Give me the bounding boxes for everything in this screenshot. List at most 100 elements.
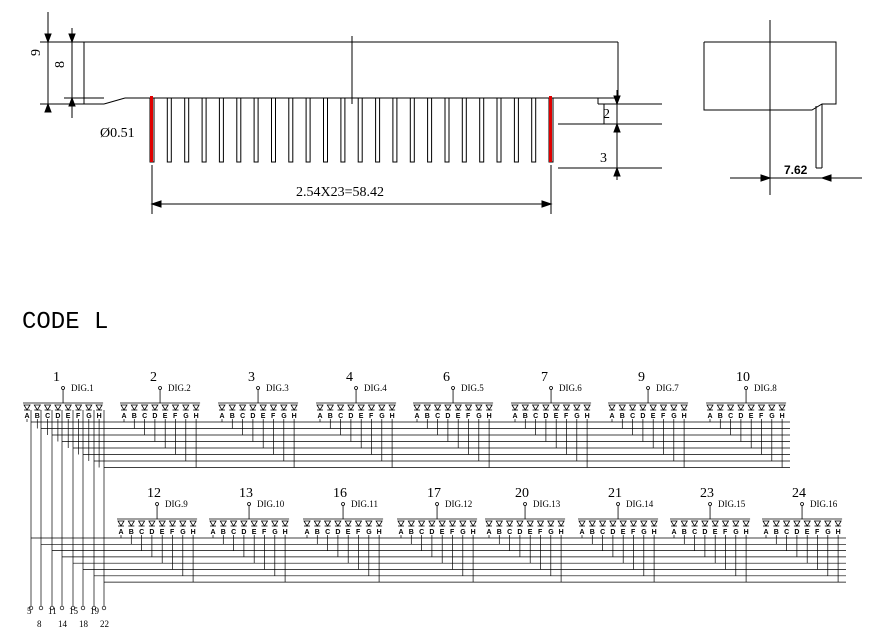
led-symbol (706, 404, 714, 411)
led-symbol (182, 404, 190, 411)
segment-label: B (682, 529, 687, 536)
led-symbol (716, 404, 725, 411)
segment-label: H (283, 529, 288, 536)
led-symbol (782, 520, 791, 527)
led-symbol (378, 404, 386, 411)
led-symbol (189, 520, 197, 527)
segment-label: F (631, 529, 636, 536)
digit-label: DIG.10 (257, 499, 285, 509)
digit-label: DIG.15 (718, 499, 746, 509)
digit-pin-number: 4 (346, 370, 353, 385)
digit-label: DIG.13 (533, 499, 561, 509)
led-symbol (485, 520, 493, 527)
segment-label: D (543, 413, 548, 420)
led-symbol (562, 404, 571, 411)
digit-label: DIG.3 (266, 383, 289, 393)
segment-label: A (610, 413, 615, 420)
digit-pin-number: 21 (608, 486, 622, 501)
segment-label: F (76, 413, 81, 420)
segment-label: A (672, 529, 677, 536)
led-symbol (290, 404, 298, 411)
segment-label: H (585, 413, 590, 420)
segment-label: F (450, 529, 455, 536)
led-symbol (757, 404, 766, 411)
pin (357, 97, 363, 163)
pin-row (149, 97, 554, 163)
digit-label: DIG.8 (754, 383, 777, 393)
segment-label: E (713, 529, 718, 536)
pin (444, 97, 450, 163)
led-symbol (365, 520, 373, 527)
segment-label: C (784, 529, 789, 536)
segment-label: D (348, 413, 353, 420)
led-symbol (813, 520, 822, 527)
pin (218, 97, 224, 163)
digit-label: DIG.4 (364, 383, 387, 393)
digit-pin-number: 9 (638, 370, 645, 385)
pin (201, 97, 207, 163)
led-symbol (117, 520, 125, 527)
led-symbol (516, 520, 524, 527)
pin (409, 97, 415, 163)
segment-label: C (325, 529, 330, 536)
led-symbol (168, 520, 177, 527)
segment-label: E (359, 413, 364, 420)
segment-label: G (366, 529, 372, 536)
segment-label: E (66, 413, 71, 420)
led-symbol (161, 404, 169, 411)
digit-label: DIG.12 (445, 499, 472, 509)
led-symbol (726, 404, 735, 411)
led-symbol (834, 520, 842, 527)
led-symbol (578, 520, 586, 527)
digit-pin-number: 23 (700, 486, 714, 501)
led-symbol (609, 520, 617, 527)
led-symbol (670, 404, 678, 411)
led-symbol (557, 520, 565, 527)
digit-label: DIG.5 (461, 383, 484, 393)
digit-label: DIG.9 (165, 499, 188, 509)
segment-label: H (744, 529, 749, 536)
segment-pin-number: 14 (58, 619, 68, 629)
digit-pin-number: 13 (239, 486, 253, 501)
led-symbol (680, 404, 688, 411)
led-symbol (793, 520, 801, 527)
segment-label: C (630, 413, 635, 420)
segment-label: A (580, 529, 585, 536)
led-symbol (407, 520, 416, 527)
led-symbol (742, 520, 750, 527)
pin (305, 97, 311, 163)
led-symbol (417, 520, 426, 527)
led-symbol (140, 404, 149, 411)
segment-label: D (152, 413, 157, 420)
segment-label: G (641, 529, 647, 536)
segment-label: D (702, 529, 707, 536)
segment-label: B (129, 529, 134, 536)
led-symbol (74, 404, 83, 411)
segment-label: E (160, 529, 165, 536)
segment-label: B (328, 413, 333, 420)
led-symbol (357, 404, 365, 411)
dim-standoff: 2 (603, 107, 610, 122)
segment-label: D (250, 413, 255, 420)
pin (375, 97, 381, 163)
led-symbol (747, 404, 755, 411)
led-symbol (778, 404, 786, 411)
led-symbol (552, 404, 560, 411)
dim-pin-diameter: Ø0.51 (100, 126, 135, 141)
led-symbol (547, 520, 555, 527)
segment-label: G (272, 529, 278, 536)
segment-label: H (97, 413, 102, 420)
led-symbol (64, 404, 72, 411)
segment-label: H (682, 413, 687, 420)
pin (496, 97, 502, 163)
led-symbol (680, 520, 689, 527)
led-symbol (171, 404, 180, 411)
segment-label: D (241, 529, 246, 536)
segment-label: B (590, 529, 595, 536)
pin (531, 97, 537, 163)
led-symbol (531, 404, 540, 411)
